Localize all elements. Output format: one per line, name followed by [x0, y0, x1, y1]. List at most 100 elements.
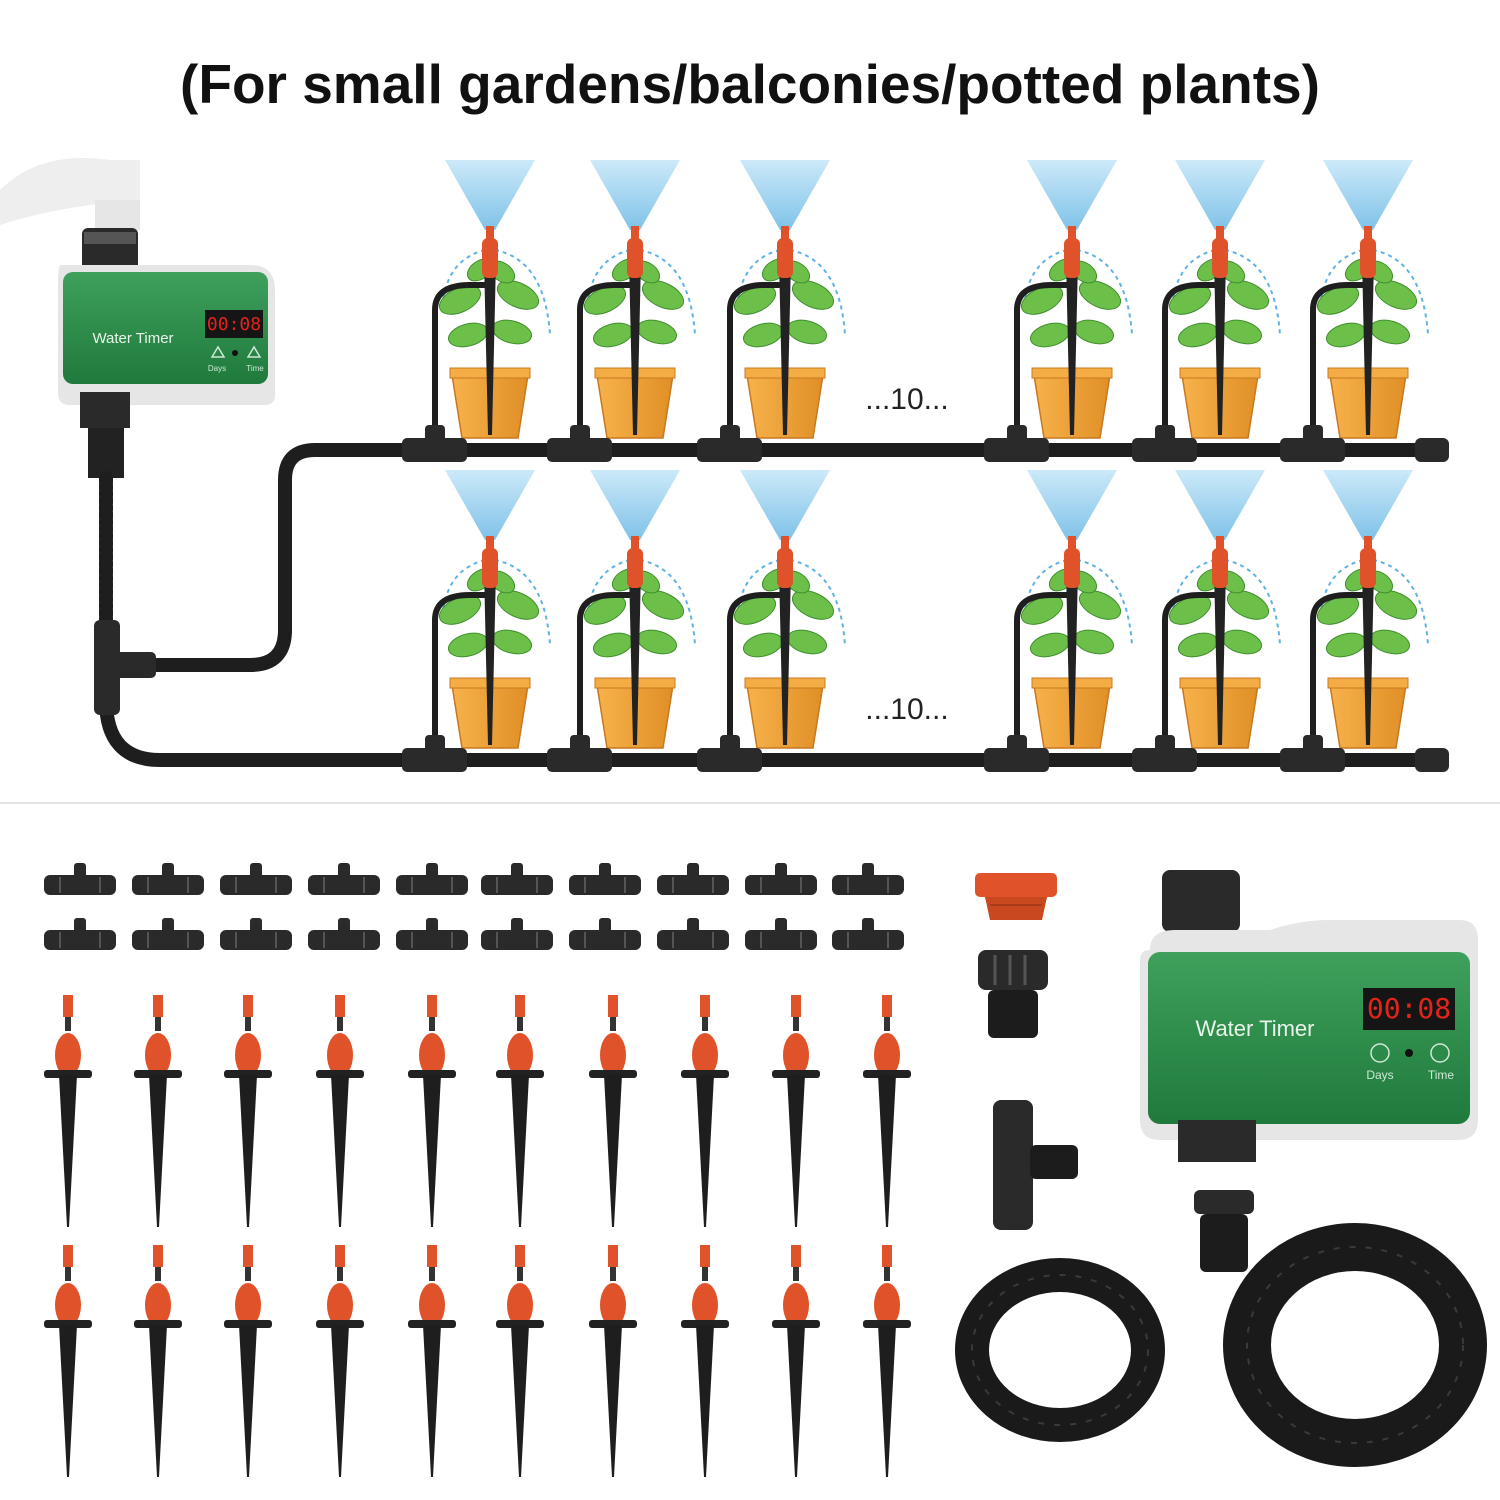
hose-tee-icon	[402, 438, 467, 462]
kit-water-timer: 00:08 Water Timer Days Time	[1140, 870, 1478, 1162]
stake-sprinkler-icon	[316, 995, 364, 1227]
diagram-water-timer: 00:08 Water Timer Days Time	[58, 228, 275, 478]
stake-sprinkler-icon	[496, 995, 544, 1227]
potted-plant-sprinkler	[984, 160, 1133, 462]
nozzle-icon	[777, 548, 793, 588]
kit-days-button-icon	[1370, 1043, 1390, 1063]
diagram-timer-label: Water Timer	[92, 330, 173, 347]
diagram-time-button-icon	[246, 345, 262, 358]
nozzle-icon	[777, 238, 793, 278]
tee-connector-icon	[832, 918, 904, 950]
kit-tee-connectors	[44, 863, 904, 950]
diagram-time-label: Time	[246, 364, 264, 373]
potted-plant-sprinkler	[1280, 470, 1429, 772]
tee-connector-icon	[745, 863, 817, 895]
stake-sprinkler-icon	[44, 1245, 92, 1477]
kit-timer-display: 00:08	[1367, 992, 1451, 1025]
potted-plant-sprinkler	[547, 160, 696, 462]
mist-icon	[445, 160, 535, 230]
headline-title: (For small gardens/balconies/potted plan…	[180, 53, 1320, 115]
potted-plant-sprinkler	[547, 470, 696, 772]
nozzle-icon	[1064, 548, 1080, 588]
tee-connector-icon	[481, 918, 553, 950]
nozzle-icon	[1360, 238, 1376, 278]
tee-connector-icon	[44, 918, 116, 950]
hose-tee-icon	[1132, 748, 1197, 772]
stake-sprinkler-icon	[863, 1245, 911, 1477]
mist-icon	[590, 160, 680, 230]
hose-tee-icon	[984, 438, 1049, 462]
kit-hose-coil-large-icon	[1223, 1223, 1487, 1467]
hose-end-cap-icon	[1415, 438, 1449, 462]
tee-connector-icon	[132, 863, 204, 895]
mist-icon	[740, 160, 830, 230]
kit-timer-label: Water Timer	[1196, 1016, 1315, 1041]
mist-icon	[740, 470, 830, 540]
stake-sprinkler-icon	[224, 995, 272, 1227]
hose-tee-icon	[402, 748, 467, 772]
potted-plant-sprinkler	[1280, 160, 1429, 462]
diagram-days-label: Days	[208, 364, 226, 373]
potted-plant-sprinkler	[984, 470, 1133, 772]
stake-sprinkler-icon	[589, 1245, 637, 1477]
row-1-count-label: ...10...	[865, 383, 948, 416]
stake-sprinkler-icon	[681, 1245, 729, 1477]
kit-orange-adapter-icon	[975, 873, 1057, 920]
stake-sprinkler-icon	[772, 995, 820, 1227]
kit-days-label: Days	[1366, 1068, 1393, 1082]
diagram-days-button-icon	[210, 345, 226, 358]
tee-connector-icon	[657, 863, 729, 895]
stake-sprinkler-icon	[863, 995, 911, 1227]
stake-sprinkler-icon	[44, 995, 92, 1227]
stake-sprinkler-icon	[681, 995, 729, 1227]
hose-end-cap-icon	[1415, 748, 1449, 772]
stake-sprinkler-icon	[772, 1245, 820, 1477]
stake-sprinkler-icon	[496, 1245, 544, 1477]
tee-connector-icon	[220, 863, 292, 895]
nozzle-icon	[627, 548, 643, 588]
stake-sprinkler-icon	[316, 1245, 364, 1477]
mist-icon	[445, 470, 535, 540]
potted-plant-sprinkler	[1132, 160, 1281, 462]
nozzle-icon	[1360, 548, 1376, 588]
tee-connector-icon	[569, 918, 641, 950]
potted-plant-sprinkler	[697, 160, 846, 462]
tee-connector-icon	[220, 918, 292, 950]
kit-end-cap-icon	[1194, 1190, 1254, 1272]
mist-icon	[1323, 470, 1413, 540]
tee-connector-icon	[132, 918, 204, 950]
stake-sprinkler-icon	[134, 995, 182, 1227]
tee-connector-icon	[396, 863, 468, 895]
mist-icon	[1027, 160, 1117, 230]
kit-time-button-icon	[1430, 1043, 1450, 1063]
potted-plant-sprinkler	[1132, 470, 1281, 772]
tee-connector-icon	[396, 918, 468, 950]
mist-icon	[1175, 160, 1265, 230]
hose-tee-icon	[547, 748, 612, 772]
nozzle-icon	[1212, 238, 1228, 278]
kit-time-label: Time	[1428, 1068, 1455, 1082]
tee-connector-icon	[44, 863, 116, 895]
kit-stake-sprinklers	[44, 995, 911, 1477]
stake-sprinkler-icon	[224, 1245, 272, 1477]
mist-icon	[590, 470, 680, 540]
stake-sprinkler-icon	[408, 995, 456, 1227]
tee-connector-icon	[569, 863, 641, 895]
nozzle-icon	[482, 238, 498, 278]
tee-connector-icon	[308, 918, 380, 950]
faucet-icon	[0, 158, 140, 230]
tee-connector-icon	[745, 918, 817, 950]
hose-tee-icon	[1280, 748, 1345, 772]
row-2-count-label: ...10...	[865, 693, 948, 726]
mist-icon	[1323, 160, 1413, 230]
hose-tee-icon	[697, 748, 762, 772]
branch-tee-icon	[94, 620, 156, 715]
hose-tee-icon	[1280, 438, 1345, 462]
hose-tee-icon	[1132, 438, 1197, 462]
stake-sprinkler-icon	[408, 1245, 456, 1477]
nozzle-icon	[1212, 548, 1228, 588]
kit-large-tee-icon	[993, 1100, 1078, 1230]
stake-sprinkler-icon	[134, 1245, 182, 1477]
kit-black-adapter-icon	[978, 950, 1048, 1038]
